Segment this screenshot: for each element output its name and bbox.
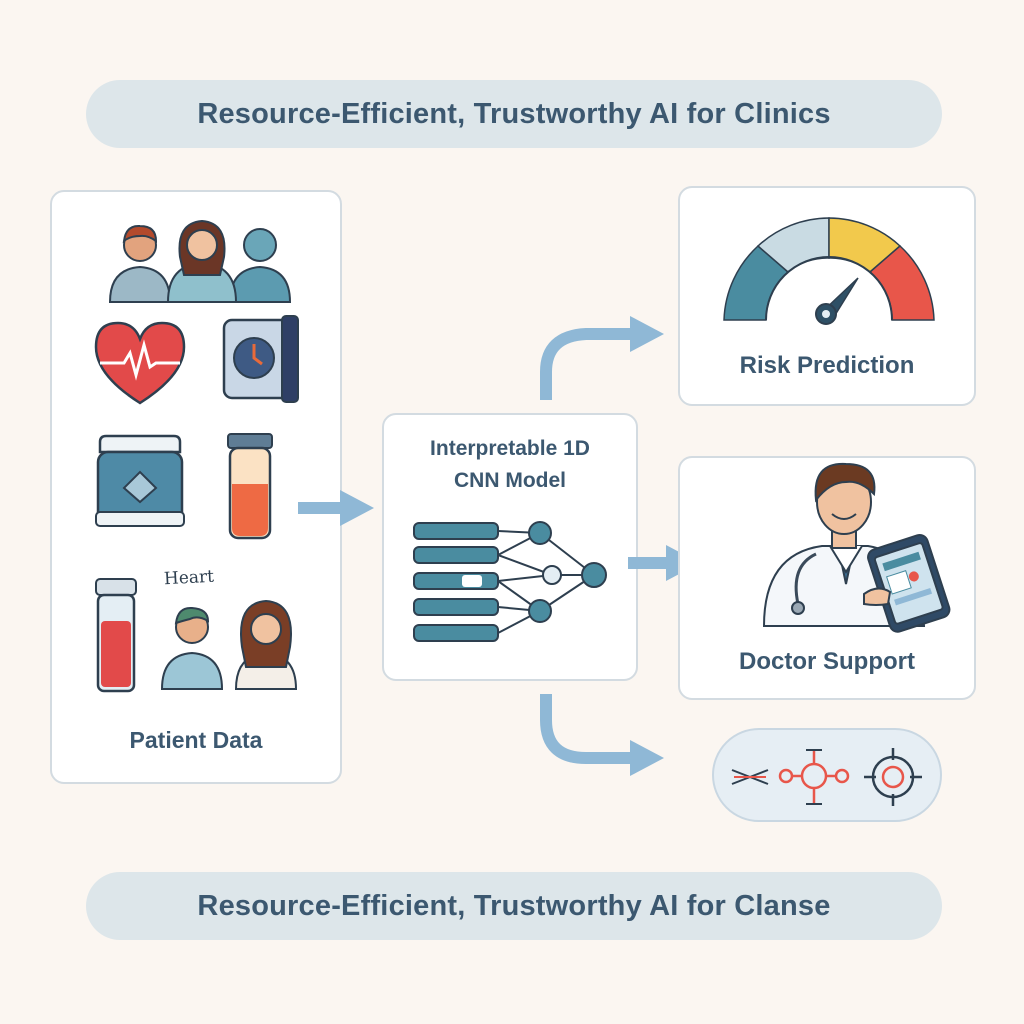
vial-icon (227, 433, 273, 540)
doctor-support-label: Doctor Support (739, 648, 915, 675)
model-title-line2: CNN Model (454, 469, 566, 492)
explanation-card (712, 728, 942, 822)
arrow-to-risk (540, 316, 664, 400)
heart-ecg-icon (94, 321, 186, 405)
footer-title: Resource-Efficient, Trustworthy AI for C… (86, 872, 942, 940)
network-node-icon (778, 749, 850, 805)
cnn-layer-4 (413, 598, 499, 616)
cnn-layer-2 (413, 546, 499, 564)
cnn-node-2 (542, 565, 562, 585)
scissors-icon (731, 769, 769, 785)
cnn-network-diagram (413, 521, 607, 642)
patient-pair-icon (160, 599, 298, 690)
doctor-icon (762, 462, 951, 633)
patient-group-icon (108, 219, 292, 303)
patient-data-card: Heart Patient Data (50, 190, 342, 784)
risk-prediction-card: Risk Prediction (678, 186, 976, 406)
arrow-to-model (298, 490, 374, 526)
blood-tube-icon (95, 578, 137, 693)
cnn-layer-5 (413, 624, 499, 642)
risk-gauge-icon (723, 217, 935, 325)
cnn-layer-1 (413, 522, 499, 540)
wearable-device-icon (222, 315, 299, 403)
header-title: Resource-Efficient, Trustworthy AI for C… (86, 80, 942, 148)
risk-prediction-label: Risk Prediction (739, 352, 915, 379)
specimen-container-icon (95, 434, 185, 527)
handwritten-note-label: Heart (163, 566, 215, 590)
cnn-layer-3 (413, 572, 499, 590)
cnn-node-3 (528, 599, 552, 623)
model-title-line1: Interpretable 1D (430, 437, 590, 460)
model-card: Interpretable 1D CNN Model (382, 413, 638, 681)
cnn-node-output (581, 562, 607, 588)
doctor-support-card: Doctor Support (678, 456, 976, 700)
cnn-node-1 (528, 521, 552, 545)
arrow-to-explanation (540, 694, 664, 776)
patient-data-label: Patient Data (129, 727, 263, 753)
target-icon (864, 748, 922, 806)
